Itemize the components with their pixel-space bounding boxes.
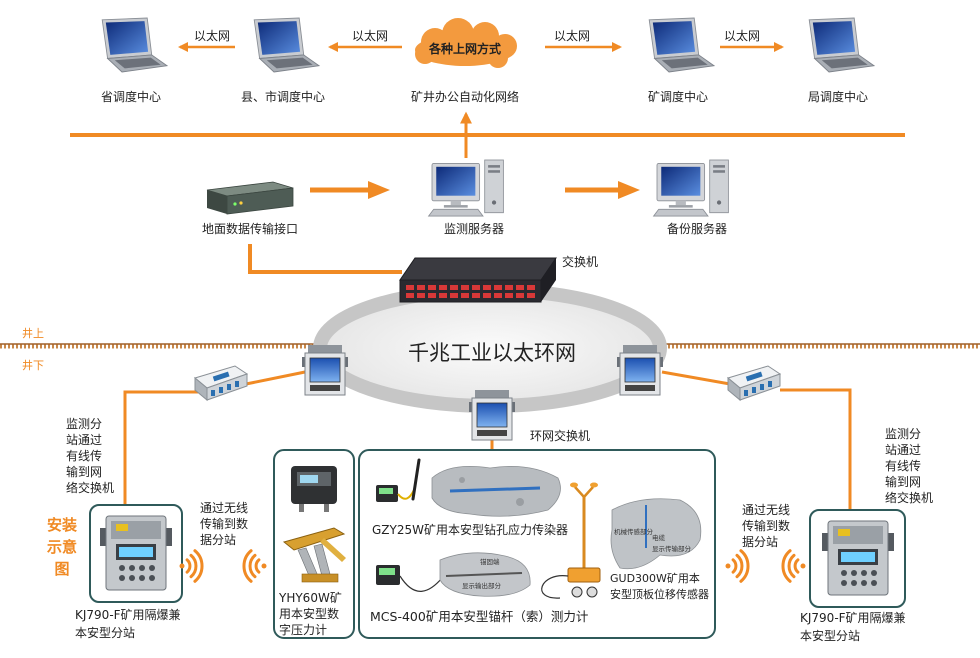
left-wired-line bbox=[123, 390, 198, 505]
wired-note-left-line: 输到网 bbox=[66, 464, 102, 479]
gud-sensor-label-2: 安型顶板位移传感器 bbox=[610, 587, 709, 601]
data-interface-label: 地面数据传输接口 bbox=[202, 221, 298, 236]
backup-server-icon bbox=[653, 159, 729, 217]
left-box-to-switch-line bbox=[245, 370, 306, 386]
pressure-gauge-label-line: 用本安型数 bbox=[279, 606, 339, 621]
county-label: 县、市调度中心 bbox=[241, 89, 325, 104]
borehole-rock-icon bbox=[431, 465, 561, 517]
wired-note-left-line: 络交换机 bbox=[66, 480, 114, 495]
cloud-label: 各种上网方式 bbox=[428, 41, 501, 56]
wireless-note-left: 通过无线 传输到数 据分站 bbox=[200, 501, 248, 547]
roof-part-label: 显示传输部分 bbox=[652, 544, 692, 553]
wired-note-left-line: 监测分 bbox=[66, 417, 102, 431]
wireless-note-right: 通过无线 传输到数 据分站 bbox=[742, 503, 790, 549]
station-left-icon bbox=[99, 515, 173, 591]
office-network-label: 矿井办公自动化网络 bbox=[411, 89, 519, 104]
junction-box-right-icon bbox=[727, 365, 781, 401]
link-label-1: 以太网 bbox=[194, 28, 230, 43]
interface-to-switch-line bbox=[248, 244, 402, 274]
right-box-to-switch-line bbox=[661, 370, 731, 386]
core-switch-label: 交换机 bbox=[562, 254, 598, 269]
bureau-laptop-icon bbox=[808, 17, 875, 73]
backup-server-label: 备份服务器 bbox=[667, 221, 727, 236]
gzy-sensor-label: GZY25W矿用本安型钻孔应力传染器 bbox=[372, 522, 568, 537]
gud-sensor-label-1: GUD300W矿用本 bbox=[610, 571, 700, 585]
right-wired-line bbox=[780, 388, 852, 510]
ring-switch-bottom-icon bbox=[468, 389, 516, 441]
wireless-note-right-line: 传输到数 bbox=[742, 518, 790, 533]
wired-note-right-line: 站通过 bbox=[885, 443, 921, 457]
wired-note-right-line: 络交换机 bbox=[885, 490, 933, 505]
junction-box-left-icon bbox=[194, 365, 248, 401]
below-ground-label: 井下 bbox=[22, 358, 44, 372]
station-right-icon bbox=[821, 520, 895, 596]
wireless-note-left-line: 传输到数 bbox=[200, 516, 248, 531]
pressure-gauge-icon bbox=[291, 466, 337, 512]
install-title-line: 安装 bbox=[47, 516, 78, 534]
install-title-line: 示意 bbox=[47, 538, 77, 556]
station-left-label-2: 本安型分站 bbox=[75, 625, 135, 640]
pressure-gauge-label-line: 字压力计 bbox=[279, 622, 327, 637]
wireless-note-left-line: 据分站 bbox=[200, 533, 236, 547]
stress-sensor-icon bbox=[376, 458, 421, 502]
wired-note-left: 监测分 站通过 有线传 输到网 络交换机 bbox=[66, 417, 114, 495]
province-label: 省调度中心 bbox=[101, 89, 161, 104]
wireless-signal-left-icon bbox=[179, 549, 267, 583]
wireless-note-right-line: 通过无线 bbox=[742, 503, 790, 517]
station-right-label-2: 本安型分站 bbox=[800, 628, 860, 643]
anchor-rock-icon: 锚固端 显示输出部分 bbox=[439, 552, 531, 597]
cloud-icon bbox=[415, 18, 517, 68]
displacement-sensor-icon bbox=[541, 482, 601, 599]
ring-switch-right-icon bbox=[616, 344, 664, 396]
install-title-line: 图 bbox=[54, 560, 69, 578]
mine-laptop-icon bbox=[648, 17, 715, 73]
station-right-label-1: KJ790-F矿用隔爆兼 bbox=[800, 611, 906, 625]
ring-switch-left-icon bbox=[301, 344, 349, 396]
wired-note-right-line: 监测分 bbox=[885, 427, 921, 441]
wired-note-left-line: 有线传 bbox=[66, 448, 102, 463]
wireless-note-right-line: 据分站 bbox=[742, 535, 778, 549]
wired-note-left-line: 站通过 bbox=[66, 433, 102, 447]
arrow-interface-to-server bbox=[310, 181, 390, 199]
core-switch-icon bbox=[399, 257, 557, 303]
county-laptop-icon bbox=[253, 17, 320, 73]
link-label-4: 以太网 bbox=[724, 28, 760, 43]
mcs-sensor-label: MCS-400矿用本安型锚杆（索）测力计 bbox=[370, 609, 588, 624]
bureau-label: 局调度中心 bbox=[808, 89, 868, 104]
province-laptop-icon bbox=[101, 17, 168, 73]
roof-rock-icon: 机械传感部分 电缆 显示传输部分 bbox=[610, 498, 702, 570]
hydraulic-support-icon bbox=[282, 527, 346, 583]
link-label-3: 以太网 bbox=[554, 28, 590, 43]
data-interface-icon bbox=[206, 181, 294, 215]
pressure-gauge-label: YHY60W矿 用本安型数 字压力计 bbox=[278, 591, 342, 637]
anchor-meter-icon bbox=[376, 565, 443, 592]
install-title: 安装 示意 图 bbox=[47, 516, 78, 578]
wired-note-right-line: 有线传 bbox=[885, 458, 921, 473]
mine-label: 矿调度中心 bbox=[648, 89, 708, 104]
link-label-2: 以太网 bbox=[352, 28, 388, 43]
roof-part-label: 电缆 bbox=[652, 533, 666, 542]
wireless-signal-right-icon bbox=[725, 549, 806, 583]
ring-switch-label: 环网交换机 bbox=[530, 428, 590, 443]
station-left-label-1: KJ790-F矿用隔爆兼 bbox=[75, 608, 181, 622]
anchor-part-label: 显示输出部分 bbox=[462, 581, 502, 590]
arrow-server-to-backup bbox=[565, 181, 640, 199]
above-ground-label: 井上 bbox=[22, 326, 44, 340]
roof-part-label: 机械传感部分 bbox=[614, 527, 654, 536]
monitor-server-label: 监测服务器 bbox=[444, 221, 504, 236]
anchor-part-label: 锚固端 bbox=[480, 557, 500, 566]
wireless-note-left-line: 通过无线 bbox=[200, 501, 248, 515]
pressure-gauge-label-line: YHY60W矿 bbox=[278, 591, 342, 605]
ring-title: 千兆工业以太环网 bbox=[408, 341, 576, 365]
wired-note-right: 监测分 站通过 有线传 输到网 络交换机 bbox=[885, 427, 933, 505]
wired-note-right-line: 输到网 bbox=[885, 474, 921, 489]
monitor-server-icon bbox=[428, 159, 504, 217]
